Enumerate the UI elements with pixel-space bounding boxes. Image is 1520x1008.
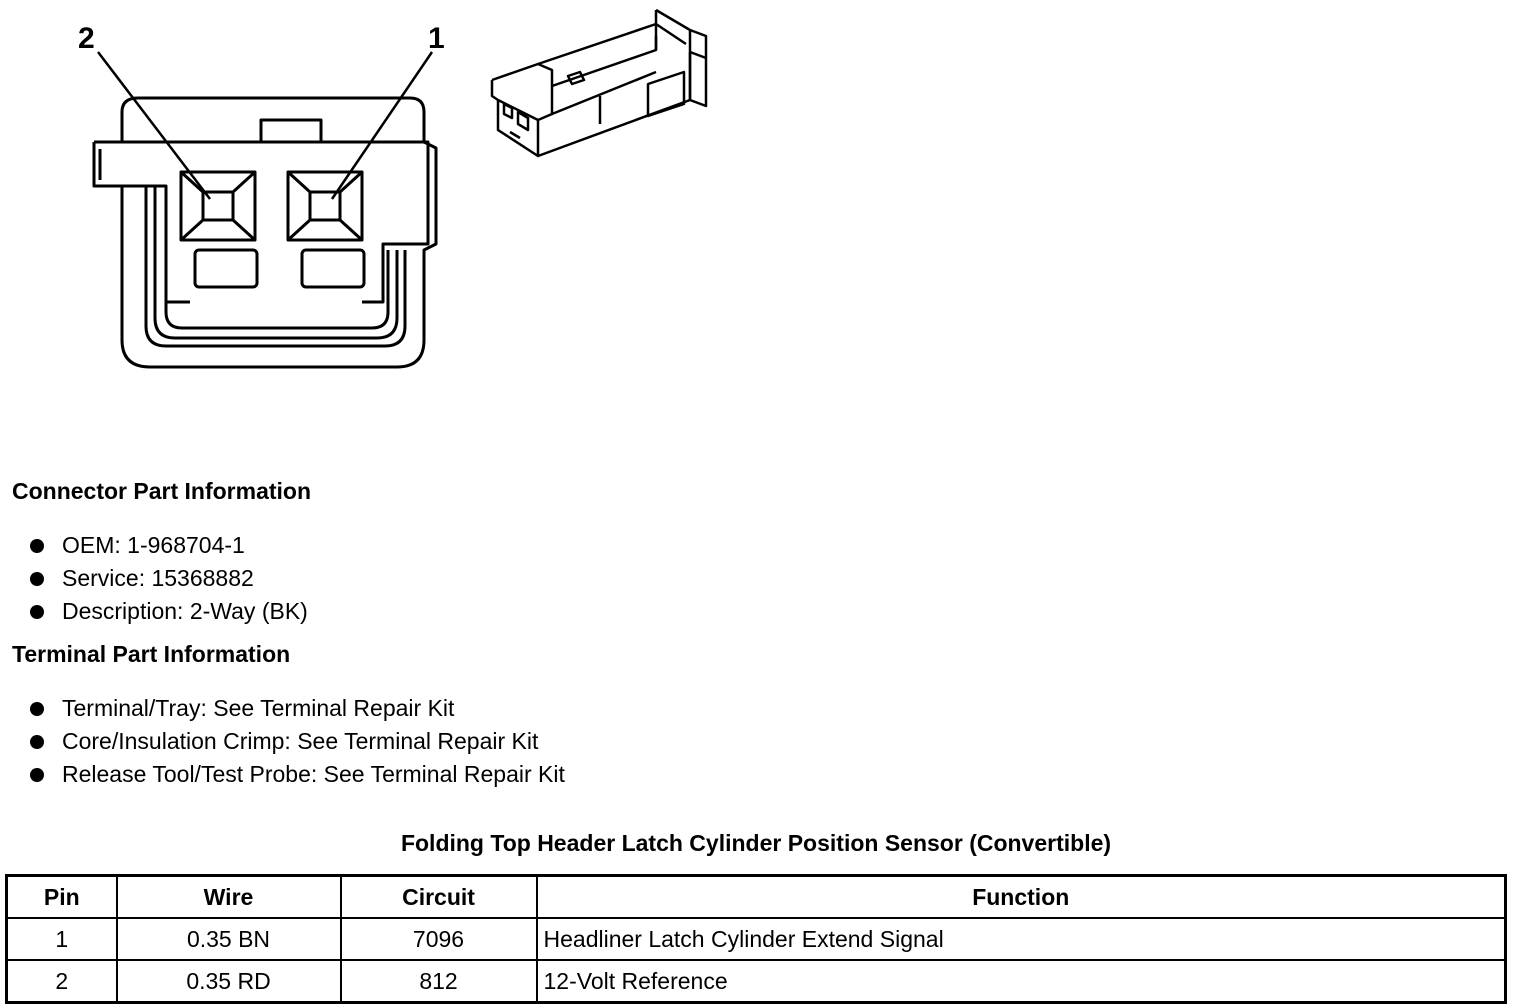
pin-2-leader-line <box>97 51 211 200</box>
connector-part-info-list: OEM: 1-968704-1 Service: 15368882 Descri… <box>28 529 308 628</box>
pin-1-label: 1 <box>428 22 445 55</box>
table-row: 2 0.35 RD 812 12-Volt Reference <box>5 959 1507 1004</box>
column-header-function: Function <box>535 874 1507 919</box>
column-header-wire: Wire <box>115 874 342 919</box>
column-header-pin: Pin <box>5 874 118 919</box>
table-row: 1 0.35 BN 7096 Headliner Latch Cylinder … <box>5 917 1507 961</box>
list-item: Release Tool/Test Probe: See Terminal Re… <box>28 758 565 791</box>
table-header-row: Pin Wire Circuit Function <box>5 874 1507 919</box>
cell-wire: 0.35 RD <box>115 959 342 1004</box>
cell-wire: 0.35 BN <box>115 917 342 961</box>
cell-pin: 1 <box>5 917 118 961</box>
lower-slot-right <box>300 248 366 289</box>
connector-face-diagram <box>92 8 708 369</box>
pin-2-label: 2 <box>78 22 95 55</box>
connector-inner-cavity <box>144 186 407 348</box>
connector-part-info-heading: Connector Part Information <box>12 478 312 504</box>
list-item: Service: 15368882 <box>28 562 308 595</box>
connector-left-tab <box>94 140 430 304</box>
cell-circuit: 812 <box>339 959 538 1004</box>
list-item: OEM: 1-968704-1 <box>28 529 308 562</box>
pin-1-leader-line <box>330 51 434 200</box>
terminal-part-info-list: Terminal/Tray: See Terminal Repair Kit C… <box>28 692 565 791</box>
cell-pin: 2 <box>5 959 118 1004</box>
list-item: Core/Insulation Crimp: See Terminal Repa… <box>28 725 565 758</box>
cell-function: 12-Volt Reference <box>535 959 1507 1004</box>
terminal-cavity-1 <box>286 170 364 242</box>
cell-circuit: 7096 <box>339 917 538 961</box>
list-item: Terminal/Tray: See Terminal Repair Kit <box>28 692 565 725</box>
pin-table: Pin Wire Circuit Function 1 0.35 BN 7096… <box>5 874 1507 1004</box>
terminal-cavity-2 <box>179 170 257 242</box>
table-title: Folding Top Header Latch Cylinder Positi… <box>400 830 1112 856</box>
list-item: Description: 2-Way (BK) <box>28 595 308 628</box>
cell-function: Headliner Latch Cylinder Extend Signal <box>535 917 1507 961</box>
lower-slot-left <box>193 248 259 289</box>
connector-isometric-view <box>490 8 708 158</box>
connector-latch <box>259 118 323 144</box>
column-header-circuit: Circuit <box>339 874 538 919</box>
terminal-part-info-heading: Terminal Part Information <box>12 641 291 667</box>
connector-outer-body <box>120 96 438 369</box>
